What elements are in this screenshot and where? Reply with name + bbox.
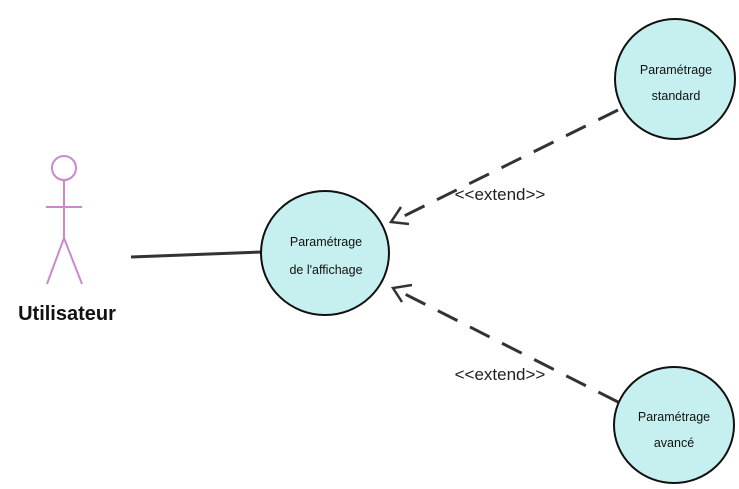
- actor-head: [51, 155, 77, 181]
- usecase-parametrage-avance[interactable]: Paramétrage avancé: [613, 366, 735, 484]
- extend-line-avance: [394, 287, 619, 404]
- usecase-ellipse: [613, 366, 735, 484]
- usecase-label-line2: avancé: [654, 436, 694, 450]
- extend-relation-avance: <<extend>>: [390, 283, 619, 404]
- usecase-label-line1: Paramétrage: [638, 410, 710, 424]
- actor-utilisateur[interactable]: Utilisateur: [18, 155, 116, 325]
- actor-label: Utilisateur: [18, 303, 116, 325]
- usecase-label-line1: Paramétrage: [290, 235, 362, 249]
- association-line: [130, 250, 263, 259]
- usecase-ellipse: [260, 190, 390, 316]
- usecase-label-line2: standard: [652, 89, 701, 103]
- usecase-ellipse: [614, 18, 736, 140]
- actor-left-leg: [46, 237, 65, 285]
- extend-line-standard: [393, 108, 619, 223]
- usecase-parametrage-affichage[interactable]: Paramétrage de l'affichage: [260, 190, 390, 316]
- usecase-label-line2: de l'affichage: [289, 263, 362, 277]
- extend-arrowhead-standard: [388, 206, 410, 226]
- extend-label-standard: <<extend>>: [455, 185, 546, 204]
- usecase-parametrage-standard[interactable]: Paramétrage standard: [614, 18, 736, 140]
- extend-label-avance: <<extend>>: [455, 365, 546, 384]
- usecase-label-line1: Paramétrage: [640, 63, 712, 77]
- extend-relation-standard: <<extend>>: [388, 108, 619, 226]
- actor-right-leg: [63, 237, 83, 285]
- extend-arrowhead-avance: [390, 283, 413, 303]
